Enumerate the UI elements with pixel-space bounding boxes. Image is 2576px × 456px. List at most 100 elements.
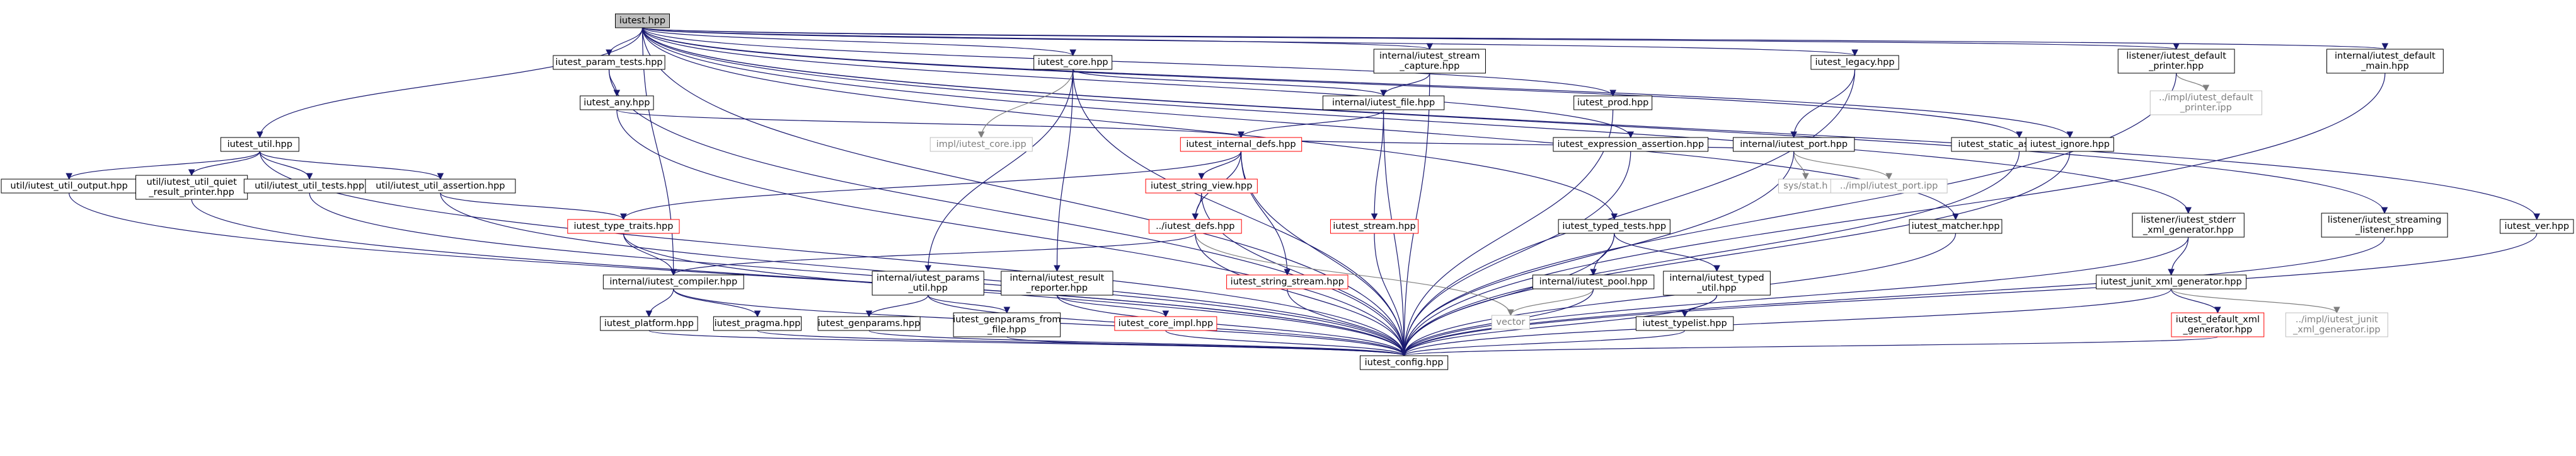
node-label-pool-0: internal/iutest_pool.hpp — [1539, 277, 1648, 287]
node-box-default_xml — [2171, 312, 2265, 337]
node-default_xml[interactable]: iutest_default_xml_generator.hpp — [2171, 312, 2265, 337]
node-junit_xml[interactable]: iutest_junit_xml_generator.hpp — [2096, 274, 2247, 289]
edge-legacy-to-config — [1400, 69, 1856, 357]
node-label-matcher-0: iutest_matcher.hpp — [1912, 221, 2000, 231]
node-internal_defs[interactable]: iutest_internal_defs.hpp — [1180, 137, 1302, 152]
node-default_main[interactable]: internal/iutest_default_main.hpp — [2326, 49, 2444, 74]
node-label-core-0: iutest_core.hpp — [1038, 57, 1108, 67]
node-string_stream[interactable]: iutest_string_stream.hpp — [1226, 274, 1348, 289]
node-port[interactable]: internal/iutest_port.hpp — [1732, 137, 1855, 152]
node-expression_assertion[interactable]: iutest_expression_assertion.hpp — [1553, 137, 1709, 152]
node-sys_stat[interactable]: sys/stat.h — [1778, 178, 1833, 194]
node-matcher[interactable]: iutest_matcher.hpp — [1909, 219, 2003, 234]
edge-junit_xml-to-impl_junit — [2170, 288, 2340, 314]
edge-stderr_xml-to-junit_xml — [2168, 237, 2189, 276]
node-default_printer[interactable]: listener/iutest_default_printer.hpp — [2117, 49, 2235, 74]
edge-static_assertion-to-config — [1400, 151, 2020, 357]
node-label-genparams-0: iutest_genparams.hpp — [818, 319, 920, 329]
node-impl_junit[interactable]: ../impl/iutest_junit_xml_generator.ipp — [2285, 312, 2388, 337]
node-genparams_from_file[interactable]: iutest_genparams_from_file.hpp — [953, 312, 1061, 337]
node-label-port-0: internal/iutest_port.hpp — [1740, 139, 1848, 149]
node-root[interactable]: iutest.hpp — [615, 13, 670, 28]
node-util_quiet[interactable]: util/iutest_util_quiet_result_printer.hp… — [135, 175, 248, 200]
node-label-string_stream-0: iutest_string_stream.hpp — [1231, 277, 1344, 287]
node-label-ver-0: iutest_ver.hpp — [2504, 221, 2569, 231]
edge-junit_xml-to-config — [1400, 288, 2172, 357]
edge-default_printer-to-impl_default_printer — [2176, 73, 2210, 92]
node-core_impl[interactable]: iutest_core_impl.hpp — [1114, 316, 1217, 331]
node-result_reporter[interactable]: internal/iutest_result_reporter.hpp — [1001, 271, 1113, 296]
node-prod[interactable]: iutest_prod.hpp — [1573, 95, 1653, 110]
node-typed_util[interactable]: internal/iutest_typed_util.hpp — [1663, 271, 1771, 296]
node-stream_capture[interactable]: internal/iutest_stream_capture.hpp — [1373, 49, 1486, 74]
node-genparams[interactable]: iutest_genparams.hpp — [817, 316, 921, 331]
node-label-impl_default_printer-1: _printer.ipp — [2180, 103, 2232, 113]
node-box-compiler — [602, 274, 744, 289]
node-label-param_tests-0: iutest_param_tests.hpp — [555, 57, 662, 67]
node-pool[interactable]: internal/iutest_pool.hpp — [1532, 274, 1655, 289]
node-typed_tests[interactable]: iutest_typed_tests.hpp — [1558, 219, 1670, 234]
edge-port-to-internal_defs — [1238, 136, 1795, 152]
node-ver[interactable]: iutest_ver.hpp — [2500, 219, 2574, 234]
node-param_tests[interactable]: iutest_param_tests.hpp — [553, 55, 665, 70]
node-platform[interactable]: iutest_platform.hpp — [600, 316, 698, 331]
node-defs[interactable]: ../iutest_defs.hpp — [1148, 219, 1242, 234]
edge-util-to-util_output — [66, 151, 260, 180]
edge-compiler-to-platform — [645, 288, 674, 318]
node-label-impl_port-0: ../impl/iutest_port.ipp — [1840, 181, 1938, 191]
node-legacy[interactable]: iutest_legacy.hpp — [1810, 55, 1899, 70]
edge-default_xml-to-config — [1401, 336, 2218, 357]
node-box-stream_capture — [1373, 49, 1486, 74]
edge-core-to-file — [1072, 69, 1387, 97]
node-box-typed_tests — [1558, 219, 1670, 234]
node-label-default_main-0: internal/iutest_default — [2335, 51, 2435, 61]
node-impl_default_printer[interactable]: ../impl/iutest_default_printer.ipp — [2149, 90, 2262, 115]
node-label-defs-0: ../iutest_defs.hpp — [1156, 221, 1234, 231]
node-label-any-0: iutest_any.hpp — [584, 98, 650, 108]
node-compiler[interactable]: internal/iutest_compiler.hpp — [602, 274, 744, 289]
node-box-matcher — [1909, 219, 2003, 234]
node-label-impl_junit-1: _xml_generator.ipp — [2292, 325, 2381, 335]
node-type_traits[interactable]: iutest_type_traits.hpp — [567, 219, 680, 234]
node-util_tests[interactable]: util/iutest_util_tests.hpp — [243, 178, 376, 194]
node-stream[interactable]: iutest_stream.hpp — [1330, 219, 1419, 234]
node-box-typed_util — [1663, 271, 1771, 296]
edge-any-to-internal_defs — [616, 109, 1245, 139]
node-label-sys_stat-0: sys/stat.h — [1783, 181, 1827, 191]
node-label-pragma-0: iutest_pragma.hpp — [715, 319, 801, 329]
node-label-stream_capture-1: _capture.hpp — [1399, 61, 1459, 71]
node-core[interactable]: iutest_core.hpp — [1033, 55, 1113, 70]
node-box-string_stream — [1226, 274, 1348, 289]
node-streaming_listener[interactable]: listener/iutest_streaming_listener.hpp — [2321, 213, 2448, 238]
edge-params_util-to-genparams_from_file — [928, 295, 1011, 314]
node-util_output[interactable]: util/iutest_util_output.hpp — [1, 178, 137, 194]
node-impl_core[interactable]: impl/iutest_core.ipp — [929, 137, 1033, 152]
node-label-platform-0: iutest_platform.hpp — [604, 319, 694, 329]
node-file[interactable]: internal/iutest_file.hpp — [1322, 95, 1445, 110]
edge-typed_tests-to-typed_util — [1614, 233, 1720, 272]
node-pragma[interactable]: iutest_pragma.hpp — [713, 316, 802, 331]
nodes-layer: iutest.hpp iutest_util.hpp iutest_param_te… — [1, 13, 2574, 370]
node-stderr_xml[interactable]: listener/iutest_stderr_xml_generator.hpp — [2132, 213, 2245, 238]
edge-ver-to-config — [1400, 233, 2538, 357]
node-any[interactable]: iutest_any.hpp — [580, 95, 654, 110]
edge-string_stream-to-config — [1287, 288, 1408, 357]
edge-result_reporter-to-config — [1056, 295, 1408, 357]
edge-port-to-sys_stat — [1793, 151, 1809, 180]
node-box-util — [220, 137, 299, 152]
node-typelist[interactable]: iutest_typelist.hpp — [1635, 316, 1734, 331]
node-util_assertion[interactable]: util/iutest_util_assertion.hpp — [365, 178, 516, 194]
node-params_util[interactable]: internal/iutest_params_util.hpp — [871, 271, 984, 296]
node-label-util_output-0: util/iutest_util_output.hpp — [10, 181, 127, 191]
node-vector[interactable]: vector — [1491, 315, 1530, 330]
node-ignore[interactable]: iutest_ignore.hpp — [2025, 137, 2114, 152]
node-label-typed_tests-0: iutest_typed_tests.hpp — [1562, 221, 1666, 231]
node-string_view[interactable]: iutest_string_view.hpp — [1145, 178, 1258, 194]
node-util[interactable]: iutest_util.hpp — [220, 137, 299, 152]
node-box-util_quiet — [135, 175, 248, 200]
edge-root-to-param_tests — [606, 27, 643, 57]
node-box-defs — [1148, 219, 1242, 234]
edge-root-to-default_printer — [641, 27, 2179, 50]
node-config[interactable]: iutest_config.hpp — [1359, 355, 1449, 370]
node-impl_port[interactable]: ../impl/iutest_port.ipp — [1830, 178, 1948, 194]
